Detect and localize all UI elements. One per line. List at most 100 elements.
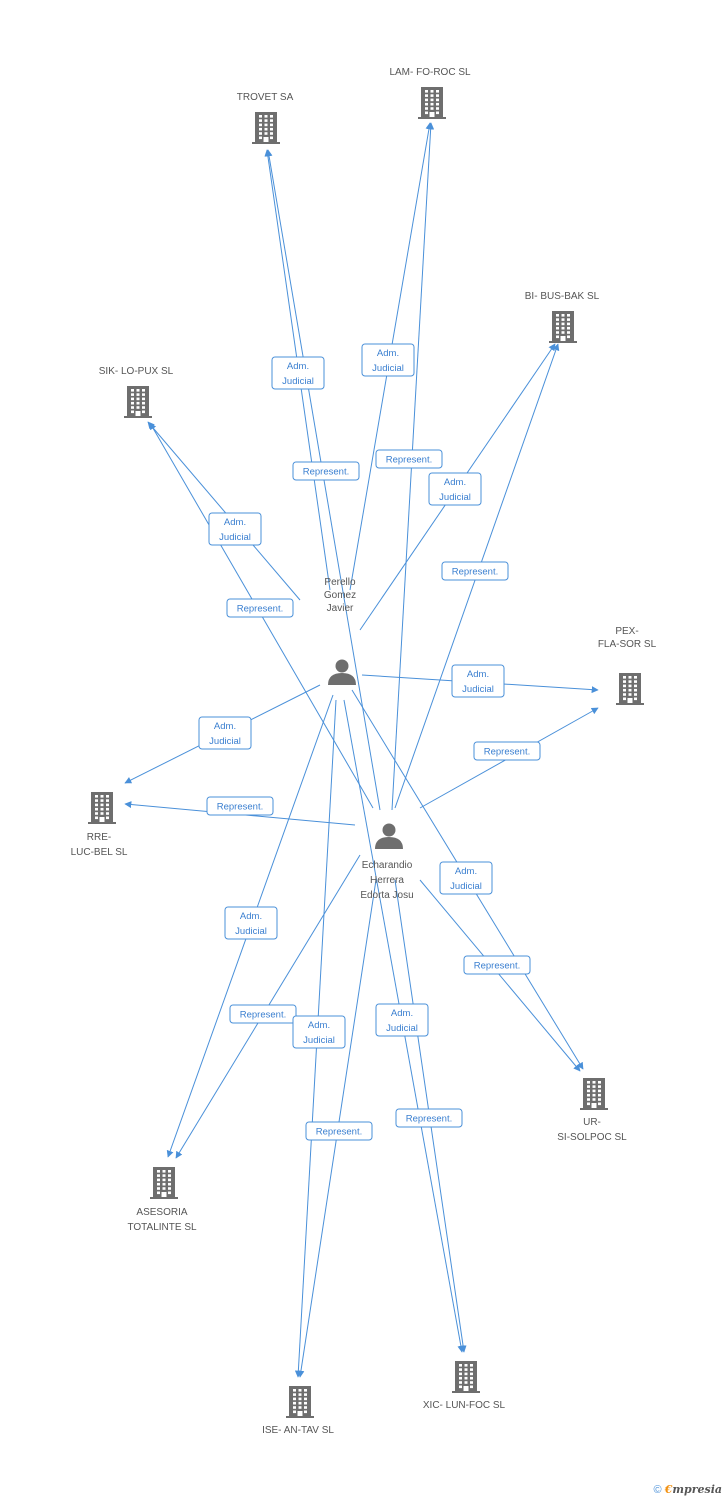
edge-label[interactable]: Adm.Judicial	[375, 1003, 429, 1037]
edge-label-box	[375, 449, 443, 469]
edge-label-text: Represent.	[386, 455, 432, 466]
edge-label-box	[292, 461, 360, 481]
brand-logo[interactable]: €mpresia	[664, 1483, 722, 1496]
edge-label-box	[473, 741, 541, 761]
company-node-siklopux[interactable]: SIK- LO-PUX SL	[99, 366, 174, 418]
node-label: Herrera	[370, 875, 404, 886]
edge-label[interactable]: Adm.Judicial	[439, 861, 493, 895]
node-label: TOTALINTE SL	[127, 1222, 197, 1233]
edge-label[interactable]: Adm. Judicial	[208, 512, 262, 546]
building-icon	[418, 87, 446, 119]
company-node-pexflasor[interactable]: PEX- FLA-SOR SL	[598, 626, 657, 705]
edge-label-text: Represent.	[474, 961, 520, 972]
edge-label-text: Represent.	[240, 1010, 286, 1021]
edge-label-box	[206, 796, 274, 816]
edge-label-text: Represent.	[316, 1127, 362, 1138]
edge-label-box	[198, 716, 252, 750]
nodes-layer: LAM- FO-ROC SL TROVET SA BI- BUS-BAK SL SIK…	[71, 67, 657, 1436]
edge-label-text: Adm.	[287, 361, 309, 372]
node-label: Echarandio	[362, 860, 413, 871]
edge-label[interactable]: Adm. Judicial	[224, 906, 278, 940]
edge-label-text: Adm.	[444, 477, 466, 488]
building-icon	[549, 311, 577, 343]
company-node-bibusbak[interactable]: BI- BUS-BAK SL	[525, 291, 600, 343]
edge-label-text: Adm.	[224, 517, 246, 528]
edge-label-box	[428, 472, 482, 506]
edge-label[interactable]: Represent.	[395, 1108, 463, 1128]
edge-label[interactable]: Represent.	[441, 561, 509, 581]
edge-label-text: Represent.	[452, 567, 498, 578]
company-node-iseantav[interactable]: ISE- AN-TAV SL	[262, 1386, 334, 1436]
node-label: Edorta Josu	[360, 890, 413, 901]
company-node-lamforoc[interactable]: LAM- FO-ROC SL	[389, 67, 471, 119]
edge-label[interactable]: Adm.Judicial	[292, 1015, 346, 1049]
edge-label[interactable]: Adm. Judicial	[361, 343, 415, 377]
node-label: RRE-	[87, 832, 111, 843]
company-node-ursisolpoc[interactable]: UR- SI-SOLPOC SL	[557, 1078, 627, 1143]
edge-label-box	[441, 561, 509, 581]
person-icon	[328, 659, 356, 685]
edge-label-text: Judicial	[386, 1023, 418, 1034]
building-icon	[124, 386, 152, 418]
building-icon	[150, 1167, 178, 1199]
edge-label[interactable]: Represent.	[229, 1004, 297, 1024]
edge-label-text: Judicial	[372, 363, 404, 374]
edge-label-text: Judicial	[209, 736, 241, 747]
node-label: ISE- AN-TAV SL	[262, 1425, 334, 1436]
edge-label[interactable]: Adm.Judicial	[451, 664, 505, 698]
node-label: PEX-	[615, 626, 638, 637]
person-icon	[375, 823, 403, 849]
node-label: LAM- FO-ROC SL	[389, 67, 471, 78]
edge-label-text: Represent.	[406, 1114, 452, 1125]
edge-label-box	[224, 906, 278, 940]
edge-label-box	[451, 664, 505, 698]
edge-label-text: Judicial	[439, 492, 471, 503]
company-node-rrelucbel[interactable]: RRE- LUC-BEL SL	[71, 792, 128, 858]
edge-label-text: Adm.	[240, 911, 262, 922]
edge-label-text: Represent.	[237, 604, 283, 615]
edge-label[interactable]: Represent.	[206, 796, 274, 816]
edge-label-text: Adm.	[455, 866, 477, 877]
edge-label-box	[395, 1108, 463, 1128]
edge-label-text: Judicial	[303, 1035, 335, 1046]
node-label: UR-	[583, 1117, 601, 1128]
company-node-xiclunfoc[interactable]: XIC- LUN-FOC SL	[423, 1361, 506, 1411]
edge-label-box	[305, 1121, 373, 1141]
company-node-trovet[interactable]: TROVET SA	[237, 92, 294, 144]
building-icon	[286, 1386, 314, 1418]
edge-label-box	[208, 512, 262, 546]
edge-label-text: Represent.	[303, 467, 349, 478]
node-label: LUC-BEL SL	[71, 847, 128, 858]
edge-labels-layer: Adm.JudicialRepresent.Adm.JudicialRepres…	[198, 343, 541, 1141]
node-label: SI-SOLPOC SL	[557, 1132, 627, 1143]
node-label: XIC- LUN-FOC SL	[423, 1400, 506, 1411]
edge-label[interactable]: Represent.	[463, 955, 531, 975]
edge-label-box	[463, 955, 531, 975]
building-icon	[88, 792, 116, 824]
node-label: Javier	[327, 603, 354, 614]
edge-label[interactable]: Represent.	[375, 449, 443, 469]
edge-label-text: Adm.	[214, 721, 236, 732]
edge-label[interactable]: Represent.	[305, 1121, 373, 1141]
edge-label[interactable]: Adm. Judicial	[428, 472, 482, 506]
edge-echarandio-ursisolpoc	[419, 879, 581, 1072]
edge-label[interactable]: Represent.	[226, 598, 294, 618]
edge-label[interactable]: Represent.	[473, 741, 541, 761]
footer: © €mpresia	[654, 1483, 722, 1496]
edge-label[interactable]: Adm.Judicial	[271, 356, 325, 390]
node-label: FLA-SOR SL	[598, 639, 657, 650]
edge-label-box	[271, 356, 325, 390]
edge-label-box	[229, 1004, 297, 1024]
edge-label-text: Adm.	[377, 348, 399, 359]
edge-label-text: Judicial	[219, 532, 251, 543]
edge-label-text: Judicial	[235, 926, 267, 937]
edge-label[interactable]: Represent.	[292, 461, 360, 481]
edge-label[interactable]: Adm. Judicial	[198, 716, 252, 750]
node-label: BI- BUS-BAK SL	[525, 291, 600, 302]
node-label: Perello	[324, 577, 356, 588]
node-label: TROVET SA	[237, 92, 294, 103]
edge-label-box	[439, 861, 493, 895]
